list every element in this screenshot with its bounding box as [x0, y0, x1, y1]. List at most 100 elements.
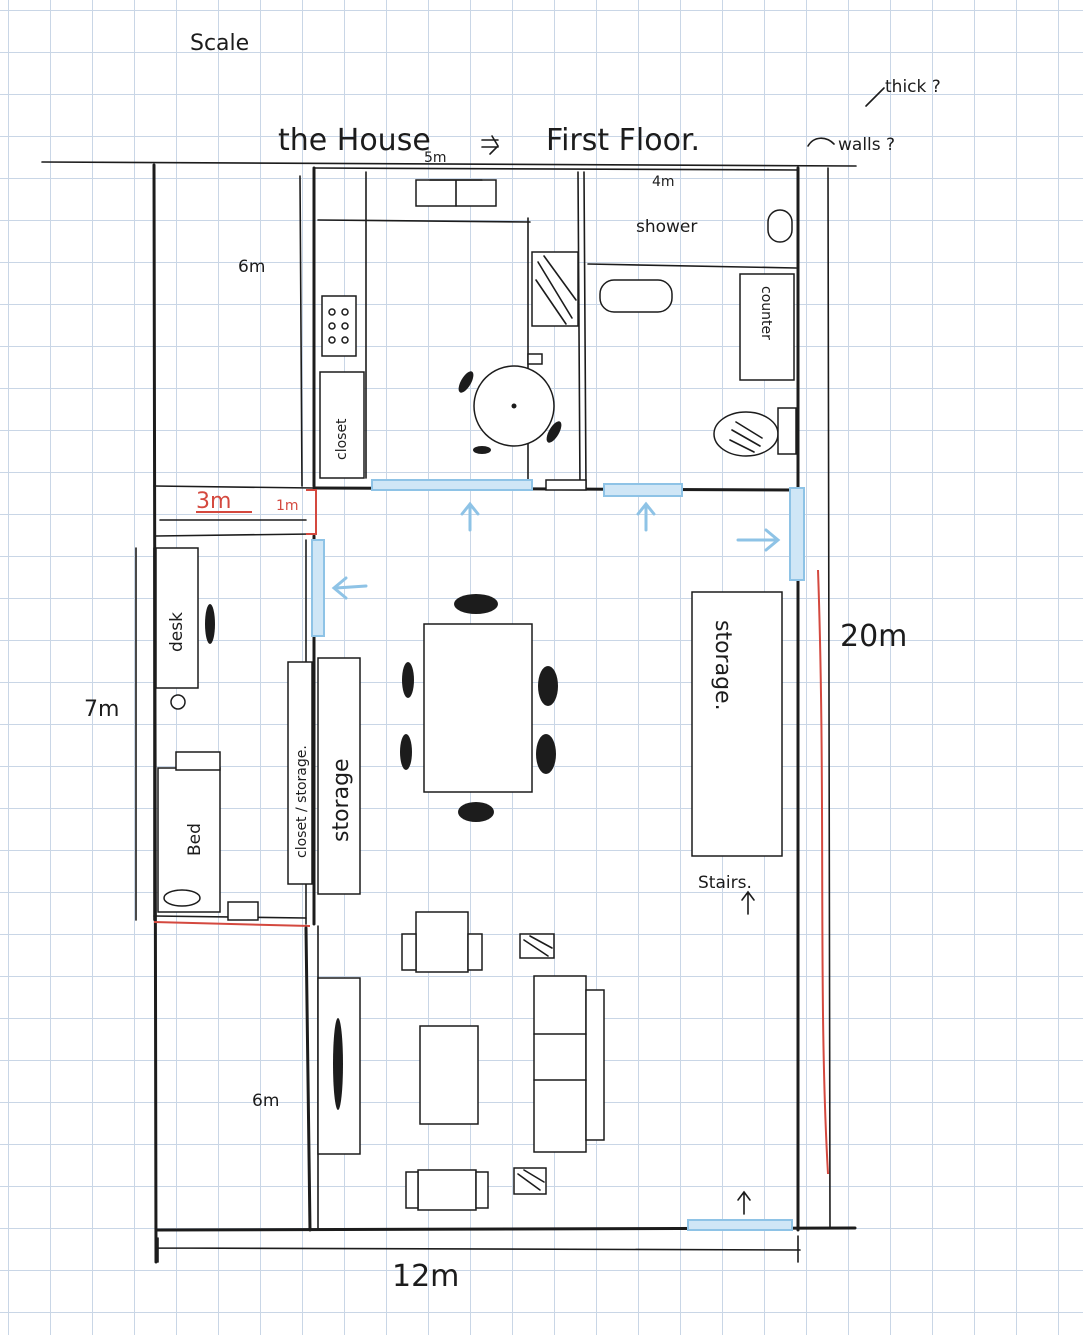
- desk-label: desk: [167, 612, 187, 652]
- thick-note: thick ?: [885, 77, 941, 97]
- armchair-top-arm-r: [467, 933, 483, 971]
- upper-left-wall-inner: [299, 175, 303, 487]
- stairs-arrow-top: [741, 890, 755, 915]
- arrow-kitchen: [460, 501, 480, 532]
- storage-right-label: storage.: [710, 620, 735, 711]
- bed: [157, 767, 221, 913]
- kitchen-chair-2: [546, 421, 562, 443]
- bath-toilet: [713, 411, 779, 457]
- stairs-arrow-bottom: [737, 1190, 751, 1215]
- tv: [333, 1018, 343, 1110]
- nightstand: [227, 901, 259, 921]
- dining-chair-bottom: [458, 802, 494, 822]
- bath-door: [603, 483, 683, 497]
- kitchen-table-center: [511, 403, 517, 409]
- arrow-bath: [636, 501, 656, 532]
- kitchen-door-frame: [545, 479, 587, 491]
- arrow-bedroom: [331, 576, 368, 600]
- right-door: [789, 487, 805, 581]
- header-line: [41, 161, 857, 167]
- left-zone-divider: [153, 485, 315, 489]
- dim-total-height: 20m: [840, 619, 907, 654]
- bedroom-door: [311, 539, 325, 637]
- side-table-bottom-hatch: [517, 1169, 545, 1191]
- title-equals-mark: [481, 135, 500, 155]
- sofa-cushions: [533, 1033, 587, 1081]
- sofa-back: [585, 989, 605, 1141]
- dim-bedroom-height: 7m: [84, 697, 119, 722]
- armchair-bottom: [417, 1169, 477, 1211]
- counter-label: counter: [758, 286, 774, 340]
- dining-chair-right-2: [536, 734, 556, 774]
- arrow-right-door: [736, 528, 781, 552]
- kitchen-chair-1: [458, 371, 474, 393]
- walls-note: walls ?: [838, 135, 895, 155]
- bedroom-bottom-wall: [153, 921, 311, 927]
- page-title: the House: [278, 123, 431, 158]
- closet-storage: [287, 661, 313, 885]
- outer-wall-left: [152, 163, 158, 1264]
- bottom-right-door: [687, 1219, 793, 1231]
- dining-chair-left-1: [402, 662, 414, 698]
- dim-bedroom-wall-bracket: [306, 489, 317, 535]
- lower-left-wall: [304, 926, 312, 1232]
- dim-total-width: 12m: [392, 1259, 459, 1294]
- kitchen-chair-3: [473, 446, 491, 454]
- outer-wall-right-outer: [827, 167, 831, 1229]
- dining-chair-right-1: [538, 666, 558, 706]
- bed-label: Bed: [185, 823, 205, 856]
- stove-burners: [328, 308, 349, 344]
- shower-label: shower: [636, 217, 697, 237]
- bath-toilet-hatch: [729, 421, 763, 453]
- dim-total-height-line: [817, 569, 829, 1175]
- storage-left: [317, 657, 361, 895]
- bedroom-top-wall: [155, 533, 313, 537]
- kitchen-bath-wall-2: [577, 171, 581, 489]
- dining-table: [423, 623, 533, 793]
- dining-chair-left-2: [400, 734, 412, 770]
- kitchen-closet-label: closet: [334, 418, 350, 460]
- desk-lamp: [170, 694, 186, 710]
- stove: [321, 295, 357, 357]
- armchair-bottom-arm-r: [475, 1171, 489, 1209]
- kitchen-closet: [319, 371, 365, 479]
- bed-pillow-2: [163, 889, 201, 907]
- kitchen-chair-4: [527, 353, 543, 365]
- kitchen-door: [371, 479, 533, 491]
- dim-bedroom-width: 3m: [196, 489, 231, 514]
- bath-toilet-tank: [777, 407, 797, 455]
- dim-lower-left: 6m: [252, 1091, 279, 1111]
- desk: [155, 547, 199, 689]
- dim-top-kitchen: 5m: [424, 150, 447, 166]
- desk-chair: [205, 604, 215, 644]
- dim-bedroom-wall: 1m: [276, 498, 299, 514]
- coffee-table: [419, 1025, 479, 1125]
- bottom-dim-line: [157, 1235, 801, 1263]
- storage-right: [691, 591, 783, 857]
- closet-storage-label: closet / storage.: [294, 745, 310, 858]
- bath-toilet-top: [767, 209, 793, 243]
- kitchen-bath-wall: [583, 171, 587, 489]
- dining-chair-top: [454, 594, 498, 614]
- floor-label: First Floor.: [546, 123, 700, 158]
- walls-note-arrow: [807, 137, 835, 147]
- bath-sink: [599, 279, 673, 313]
- dim-top-bath: 4m: [652, 174, 675, 190]
- storage-left-label: storage: [329, 758, 354, 842]
- outer-wall-top-inner: [313, 167, 799, 171]
- dim-upper-left: 6m: [238, 257, 265, 277]
- bath-counter: [739, 273, 795, 381]
- side-table-top-hatch: [523, 935, 553, 957]
- stairs-label: Stairs.: [698, 873, 752, 893]
- thick-note-arrow: [865, 87, 885, 107]
- bed-pillow: [175, 751, 221, 771]
- armchair-top: [415, 911, 469, 973]
- fridge-hatch: [535, 255, 577, 325]
- kitchen-sink-divider: [429, 179, 483, 207]
- armchair-bottom-arm-l: [405, 1171, 419, 1209]
- armchair-top-arm-l: [401, 933, 417, 971]
- shower-partition: [587, 263, 797, 269]
- sofa: [533, 975, 587, 1153]
- kitchen-counter-top: [317, 219, 531, 223]
